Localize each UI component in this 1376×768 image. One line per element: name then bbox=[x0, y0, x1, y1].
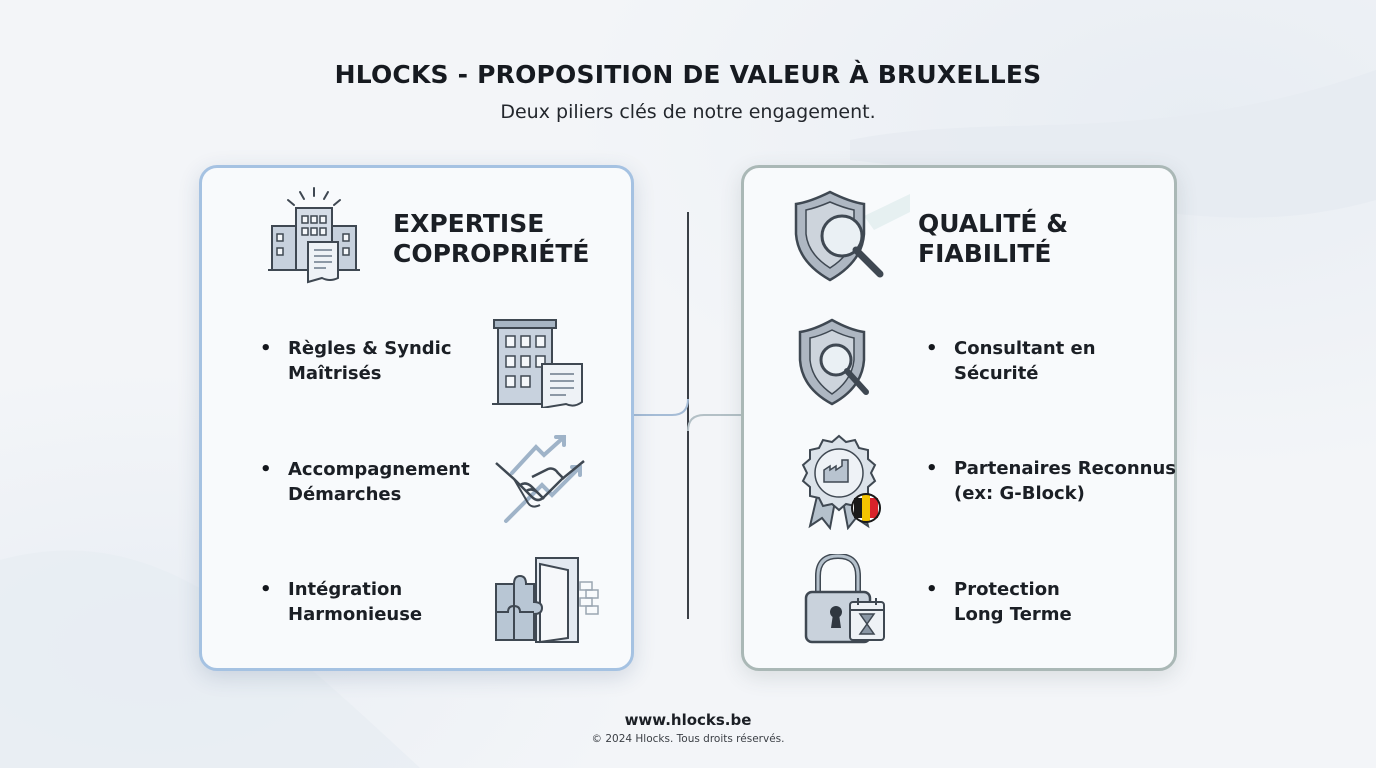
pillar-title-expertise: EXPERTISE COPROPRIÉTÉ bbox=[393, 209, 590, 268]
badge-belgium-icon bbox=[801, 434, 881, 530]
website-link[interactable]: www.hlocks.be bbox=[624, 711, 752, 729]
pillar-card-expertise: EXPERTISE COPROPRIÉTÉ • Règles & Syndic … bbox=[199, 165, 634, 671]
list-item-consultant: • Consultant en Sécurité bbox=[926, 338, 1096, 384]
bullet: • bbox=[926, 458, 938, 479]
pillar-title-qualite: QUALITÉ & FIABILITÉ bbox=[918, 209, 1068, 268]
pillar-card-qualite: QUALITÉ & FIABILITÉ • Consultant en Sécu… bbox=[741, 165, 1177, 671]
page-footer: www.hlocks.be © 2024 Hlocks. Tous droits… bbox=[0, 711, 1376, 745]
padlock-hourglass-icon bbox=[804, 554, 885, 644]
building-document-icon bbox=[268, 187, 360, 284]
list-item-accompagnement: • Accompagnement Démarches bbox=[260, 459, 470, 505]
puzzle-door-icon bbox=[495, 557, 599, 644]
bullet: • bbox=[926, 579, 938, 600]
page-header: HLOCKS - PROPOSITION DE VALEUR À BRUXELL… bbox=[0, 60, 1376, 123]
bullet: • bbox=[926, 338, 938, 359]
bullet: • bbox=[260, 459, 272, 480]
list-item-protection: • Protection Long Terme bbox=[926, 579, 1072, 625]
page-subtitle: Deux piliers clés de notre engagement. bbox=[500, 101, 876, 123]
handshake-icon bbox=[495, 435, 585, 523]
list-item-partenaires: • Partenaires Reconnus (ex: G-Block) bbox=[926, 458, 1177, 504]
page-title: HLOCKS - PROPOSITION DE VALEUR À BRUXELL… bbox=[334, 60, 1042, 89]
belgium-flag bbox=[854, 498, 862, 518]
bullet: • bbox=[260, 338, 272, 359]
building-scroll-icon bbox=[492, 319, 583, 408]
shield-magnifier-icon bbox=[794, 190, 910, 282]
bullet: • bbox=[260, 579, 272, 600]
copyright-text: © 2024 Hlocks. Tous droits réservés. bbox=[591, 733, 785, 745]
list-item-integration: • Intégration Harmonieuse bbox=[260, 579, 423, 625]
shield-search-icon bbox=[798, 318, 869, 406]
list-item-regles: • Règles & Syndic Maîtrisés bbox=[260, 338, 452, 384]
